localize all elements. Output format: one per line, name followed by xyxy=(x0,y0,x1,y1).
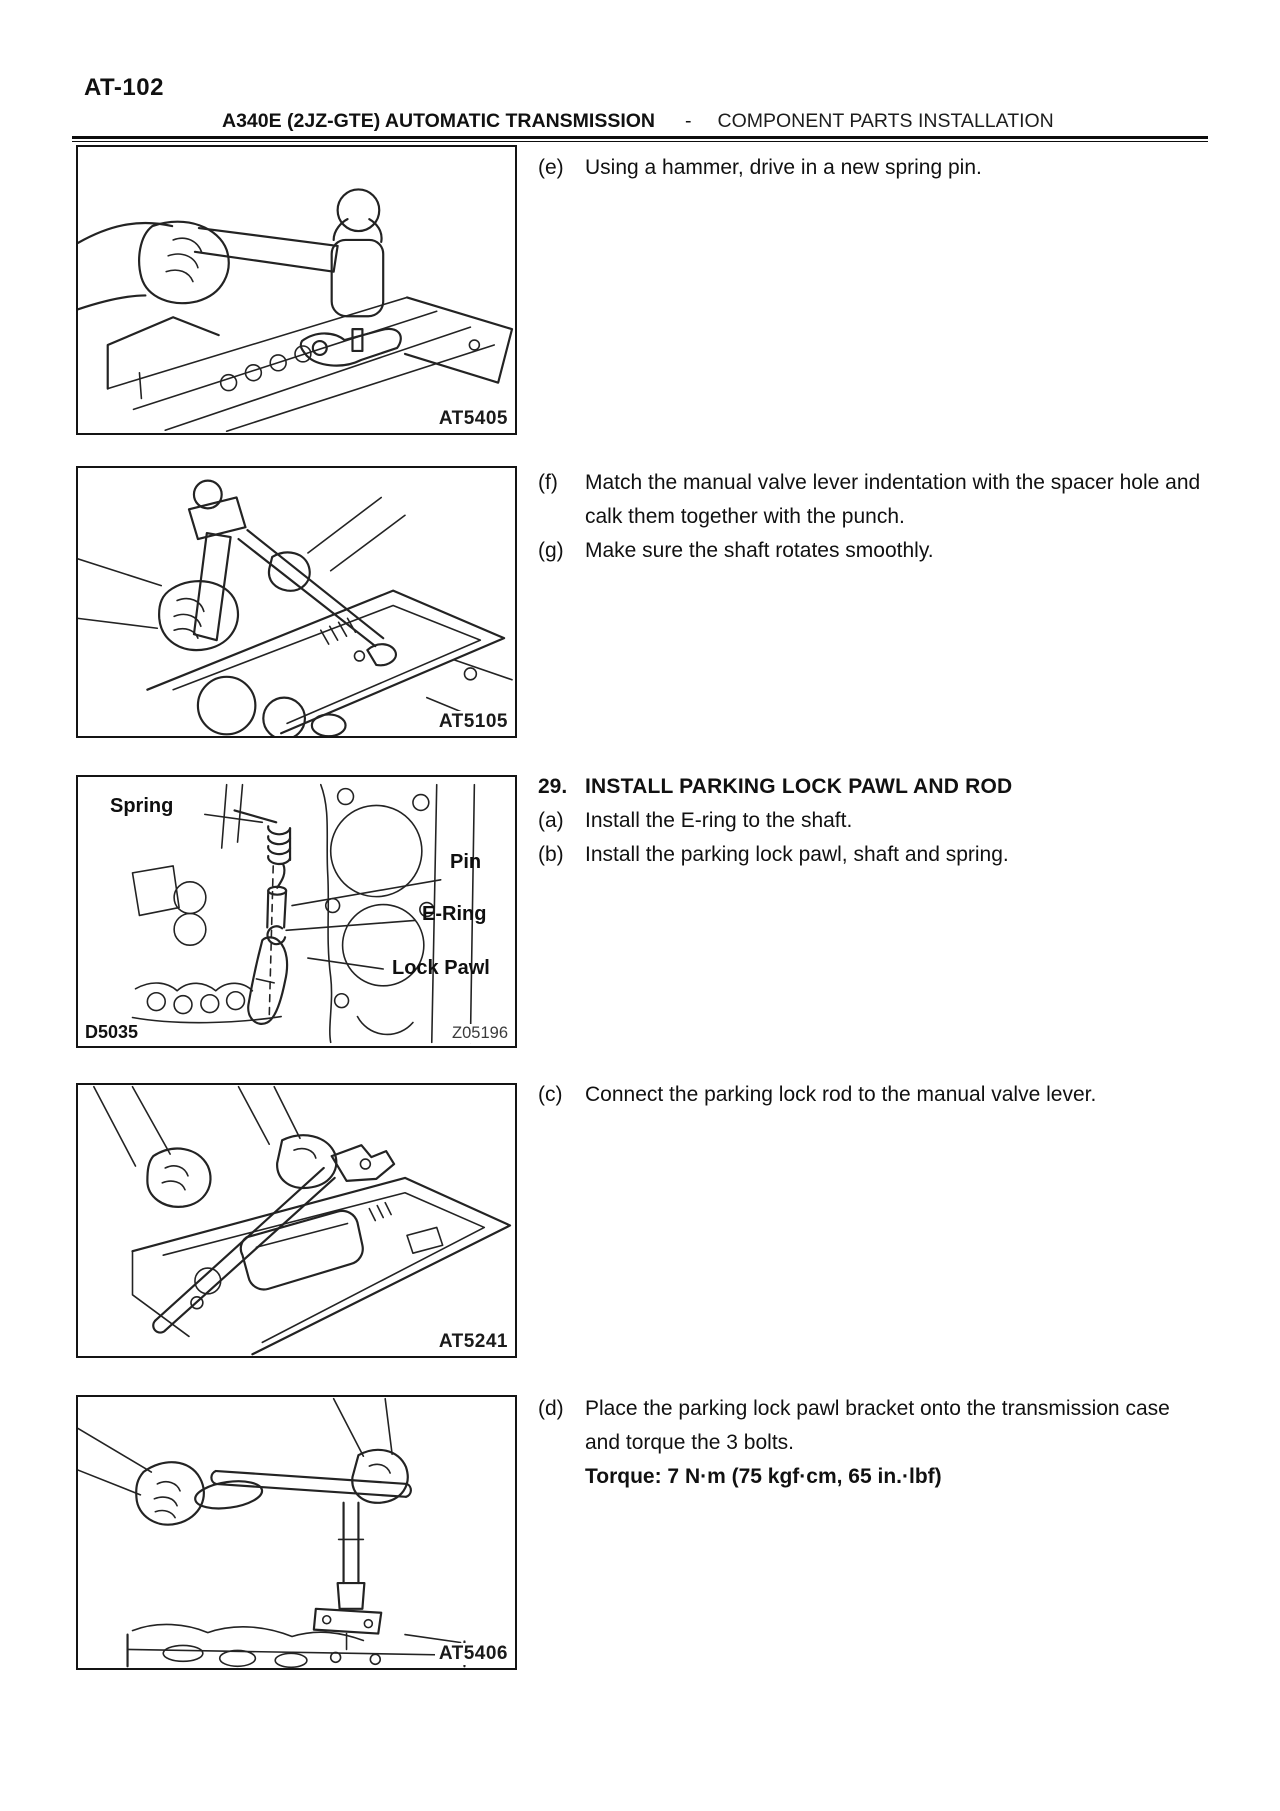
figure-parking-lock-pawl-drawing xyxy=(131,783,476,1044)
step-d: (d) Place the parking lock pawl bracket … xyxy=(538,1392,1210,1460)
step-e-text: Using a hammer, drive in a new spring pi… xyxy=(585,156,982,179)
figure-punch-calk: AT5105 xyxy=(76,466,517,738)
running-header-section: COMPONENT PARTS INSTALLATION xyxy=(717,110,1054,132)
section-29-heading: 29. INSTALL PARKING LOCK PAWL AND ROD xyxy=(538,770,1210,804)
figure-connect-parking-rod-drawing xyxy=(93,1085,512,1356)
figure-code: AT5241 xyxy=(434,1331,508,1353)
running-header-separator: - xyxy=(685,110,692,132)
figure-connect-parking-rod: AT5241 xyxy=(76,1083,517,1358)
step-b: (b) Install the parking lock pawl, shaft… xyxy=(538,838,1210,872)
step-f: (f) Match the manual valve lever indenta… xyxy=(538,466,1210,534)
step-a-text: Install the E-ring to the shaft. xyxy=(585,809,853,832)
section-29-number: 29. xyxy=(538,775,568,798)
step-g-text: Make sure the shaft rotates smoothly. xyxy=(585,539,934,562)
step-a: (a) Install the E-ring to the shaft. xyxy=(538,804,1210,838)
figure-code: AT5105 xyxy=(434,711,508,733)
page-number: AT-102 xyxy=(84,74,164,101)
running-header-model: A340E (2JZ-GTE) AUTOMATIC TRANSMISSION xyxy=(222,110,656,132)
step-block-d: (d) Place the parking lock pawl bracket … xyxy=(538,1392,1210,1494)
step-b-text: Install the parking lock pawl, shaft and… xyxy=(585,843,1009,866)
figure-code: AT5405 xyxy=(434,408,508,430)
step-block-c: (c) Connect the parking lock rod to the … xyxy=(538,1078,1210,1112)
step-c-text: Connect the parking lock rod to the manu… xyxy=(585,1083,1097,1106)
step-block-fg: (f) Match the manual valve lever indenta… xyxy=(538,466,1210,568)
figure-parking-lock-pawl-diagram: Spring Pin E-Ring Lock Pawl D5035 Z05196 xyxy=(76,775,517,1048)
step-d-text: Place the parking lock pawl bracket onto… xyxy=(585,1397,1170,1454)
step-d-label: (d) xyxy=(538,1397,564,1420)
label-pin: Pin xyxy=(450,851,482,873)
label-lock-pawl: Lock Pawl xyxy=(392,957,490,979)
header-rule xyxy=(72,136,1208,142)
running-header: A340E (2JZ-GTE) AUTOMATIC TRANSMISSION - C… xyxy=(222,110,1212,133)
section-29-title: INSTALL PARKING LOCK PAWL AND ROD xyxy=(585,775,1013,798)
step-f-label: (f) xyxy=(538,471,558,494)
step-c: (c) Connect the parking lock rod to the … xyxy=(538,1078,1210,1112)
step-a-label: (a) xyxy=(538,809,564,832)
step-g: (g) Make sure the shaft rotates smoothly… xyxy=(538,534,1210,568)
figure-punch-calk-drawing xyxy=(78,479,513,736)
step-f-text: Match the manual valve lever indentation… xyxy=(585,471,1201,528)
torque-spec: Torque: 7 N·m (75 kgf·cm, 65 in.·lbf) xyxy=(585,1465,942,1488)
figure-torque-pawl-bracket-drawing xyxy=(78,1397,471,1668)
label-e-ring: E-Ring xyxy=(422,903,487,925)
figure-torque-pawl-bracket: AT5406 xyxy=(76,1395,517,1670)
figure-code: AT5406 xyxy=(434,1643,508,1665)
figure-hammer-spring-pin-drawing xyxy=(78,188,514,433)
step-g-label: (g) xyxy=(538,539,564,562)
step-c-label: (c) xyxy=(538,1083,563,1106)
figure-code-right: Z05196 xyxy=(452,1024,508,1043)
label-spring: Spring xyxy=(110,795,174,817)
figure-code-left: D5035 xyxy=(85,1022,139,1043)
step-e-label: (e) xyxy=(538,156,564,179)
section-29-block: 29. INSTALL PARKING LOCK PAWL AND ROD (a… xyxy=(538,770,1210,872)
step-block-e: (e) Using a hammer, drive in a new sprin… xyxy=(538,151,1210,185)
step-e: (e) Using a hammer, drive in a new sprin… xyxy=(538,151,1210,185)
figure-hammer-spring-pin: AT5405 xyxy=(76,145,517,435)
step-b-label: (b) xyxy=(538,843,564,866)
